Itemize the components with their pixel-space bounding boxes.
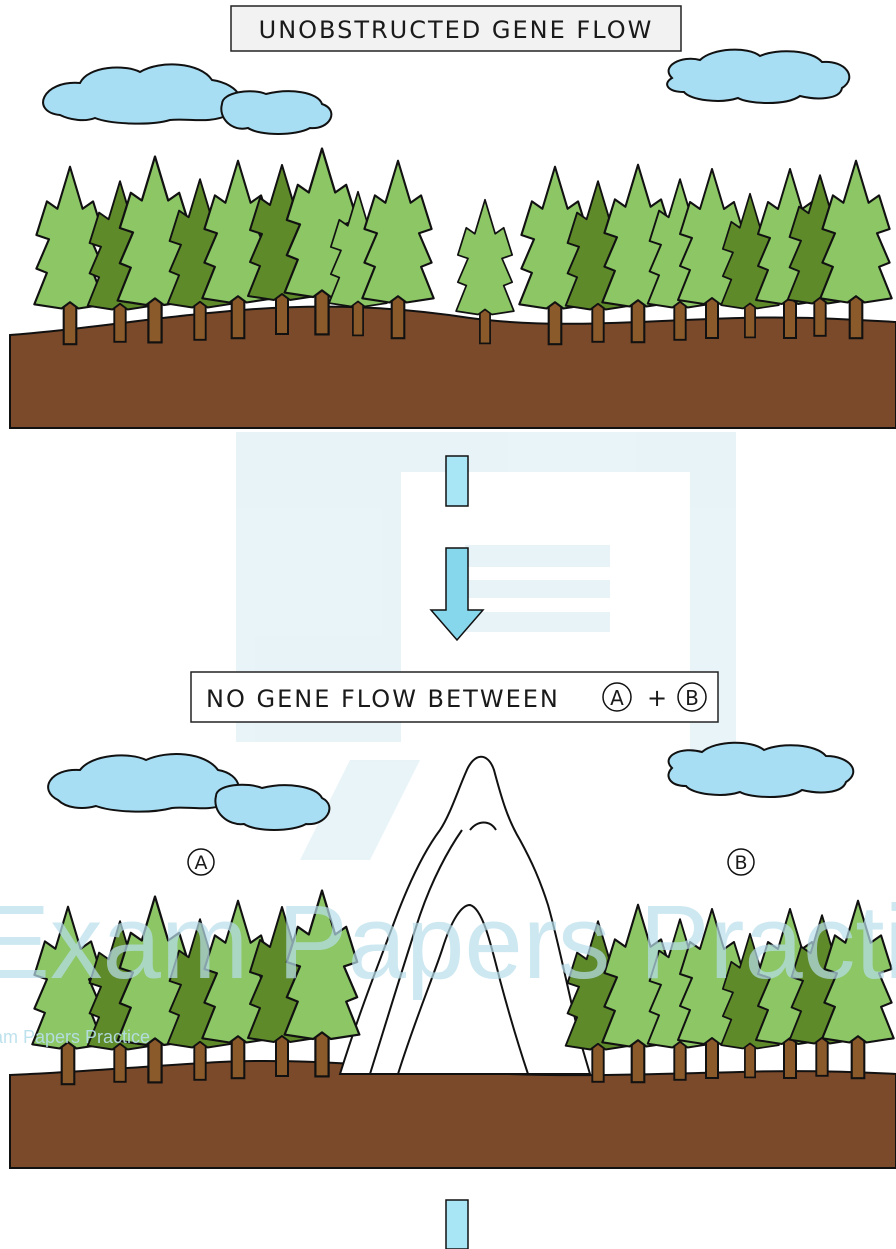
bottom-title-a: A (610, 686, 624, 710)
population-b-label: B (734, 852, 747, 874)
watermark-small-text: Exam Papers Practice (0, 1027, 150, 1047)
bottom-title-plus: + (647, 684, 667, 712)
cloud-icon (668, 743, 853, 797)
top-panel: UNOBSTRUCTED GENE FLOW (10, 6, 896, 428)
cloud-icon (43, 64, 331, 134)
cloud-icon (48, 754, 329, 830)
forest-top (34, 149, 891, 345)
tree-icon (34, 167, 105, 344)
ground (10, 307, 896, 428)
bottom-title-b: B (685, 686, 699, 710)
watermark-text: Exam Papers Practice (0, 884, 896, 1001)
top-title: UNOBSTRUCTED GENE FLOW (259, 16, 654, 44)
down-arrow-icon (446, 1200, 468, 1249)
cloud-icon (667, 50, 849, 103)
tree-icon (820, 161, 891, 338)
population-a-label: A (195, 852, 208, 874)
bottom-title: NO GENE FLOW BETWEEN (206, 685, 560, 713)
ground (10, 1061, 896, 1168)
